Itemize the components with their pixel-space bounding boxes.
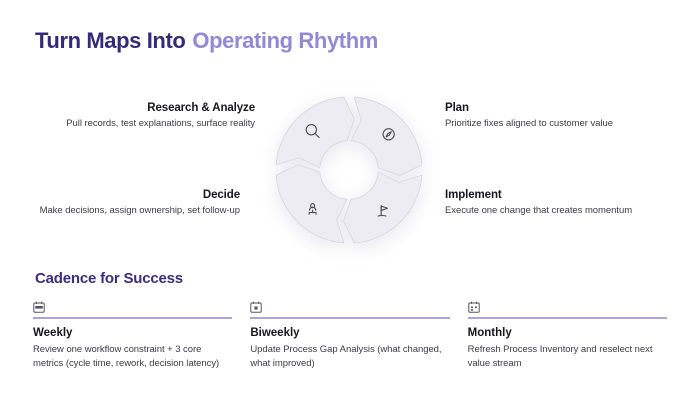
step-description: Execute one change that creates momentum <box>445 205 633 216</box>
step-name: Research & Analyze <box>147 102 255 114</box>
calendar-icon <box>250 301 263 313</box>
search-icon <box>305 124 320 139</box>
cycle-segments <box>275 96 423 244</box>
cadence-description: Review one workflow constraint + 3 core … <box>33 344 220 370</box>
cadence-label: Weekly <box>33 327 73 339</box>
step-description: Make decisions, assign ownership, set fo… <box>39 205 240 216</box>
cadence-description: Update Process Gap Analysis (what change… <box>250 344 442 370</box>
segment-implement <box>343 171 423 244</box>
step-description: Pull records, test explanations, surface… <box>66 118 255 129</box>
column-header-rule <box>467 300 667 319</box>
cadence-col-monthly: Monthly Refresh Process Inventory and re… <box>467 300 667 372</box>
title-primary: Turn Maps Into <box>35 28 186 53</box>
cadence-label: Biweekly <box>250 327 300 339</box>
step-research: Research & Analyze Pull records, test ex… <box>15 102 255 131</box>
cadence-heading: Cadence for Success <box>35 270 183 287</box>
cadence-description: Refresh Process Inventory and reselect n… <box>467 344 653 370</box>
cadence-col-weekly: Weekly Review one workflow constraint + … <box>33 300 233 372</box>
step-plan: Plan Prioritize fixes aligned to custome… <box>445 102 685 131</box>
step-description: Prioritize fixes aligned to customer val… <box>445 118 613 129</box>
step-name: Implement <box>445 189 502 201</box>
column-header-rule <box>250 300 450 319</box>
step-name: Plan <box>445 102 469 114</box>
calendar-icon <box>33 301 45 313</box>
column-header-rule <box>33 300 233 319</box>
calendar-dates-icon <box>467 301 480 313</box>
title-accent: Operating Rhythm <box>192 28 378 53</box>
step-name: Decide <box>202 189 240 201</box>
cadence-grid: Weekly Review one workflow constraint + … <box>33 300 667 372</box>
cadence-col-biweekly: Biweekly Update Process Gap Analysis (wh… <box>250 300 450 372</box>
person-network-icon <box>308 203 317 215</box>
flag-icon <box>377 205 389 217</box>
cycle-diagram <box>275 96 423 244</box>
compass-icon <box>382 128 395 141</box>
step-decide: Decide Make decisions, assign ownership,… <box>0 189 241 218</box>
step-implement: Implement Execute one change that create… <box>445 189 685 218</box>
cadence-label: Monthly <box>467 327 512 339</box>
